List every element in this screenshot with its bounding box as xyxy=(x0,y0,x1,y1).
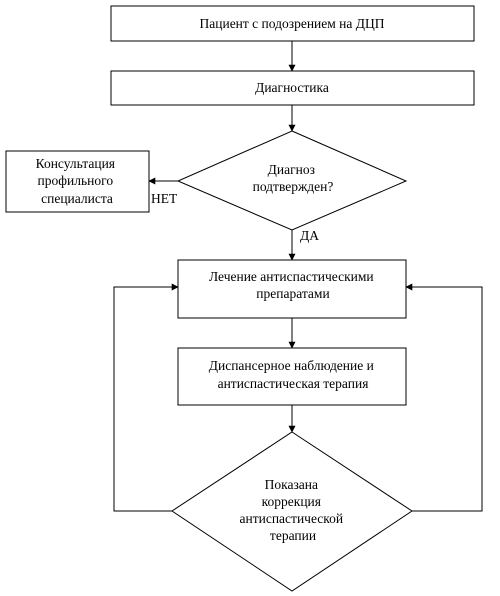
treatment-node: Лечение антиспастическими препаратами xyxy=(177,259,407,319)
decision-node-label: Диагноз подтвержден? xyxy=(253,162,334,194)
decision-node: Диагноз подтвержден? xyxy=(176,130,408,231)
start-node-label: Пациент с подозрением на ДЦП xyxy=(200,16,385,31)
correction-node-label: Показана коррекция антиспастической тера… xyxy=(240,477,347,543)
dispensary-node: Диспансерное наблюдение и антиспастическ… xyxy=(177,347,407,406)
edge-label-yes: ДА xyxy=(300,228,319,243)
edge-correction-treatment-left xyxy=(113,283,179,512)
dispensary-node-label: Диспансерное наблюдение и антиспастическ… xyxy=(209,358,377,391)
diagnostics-node-label: Диагностика xyxy=(255,80,329,95)
correction-node: Показана коррекция антиспастической тера… xyxy=(171,431,413,592)
consult-node: Консультация профильного специалиста xyxy=(5,150,150,213)
edge-correction-treatment-right xyxy=(405,283,483,512)
consult-node-label: Консультация профильного специалиста xyxy=(36,156,119,206)
start-node: Пациент с подозрением на ДЦП xyxy=(110,5,475,42)
diagnostics-node: Диагностика xyxy=(110,70,475,106)
edge-label-no: НЕТ xyxy=(151,191,178,206)
treatment-node-label: Лечение антиспастическими препаратами xyxy=(209,269,377,301)
